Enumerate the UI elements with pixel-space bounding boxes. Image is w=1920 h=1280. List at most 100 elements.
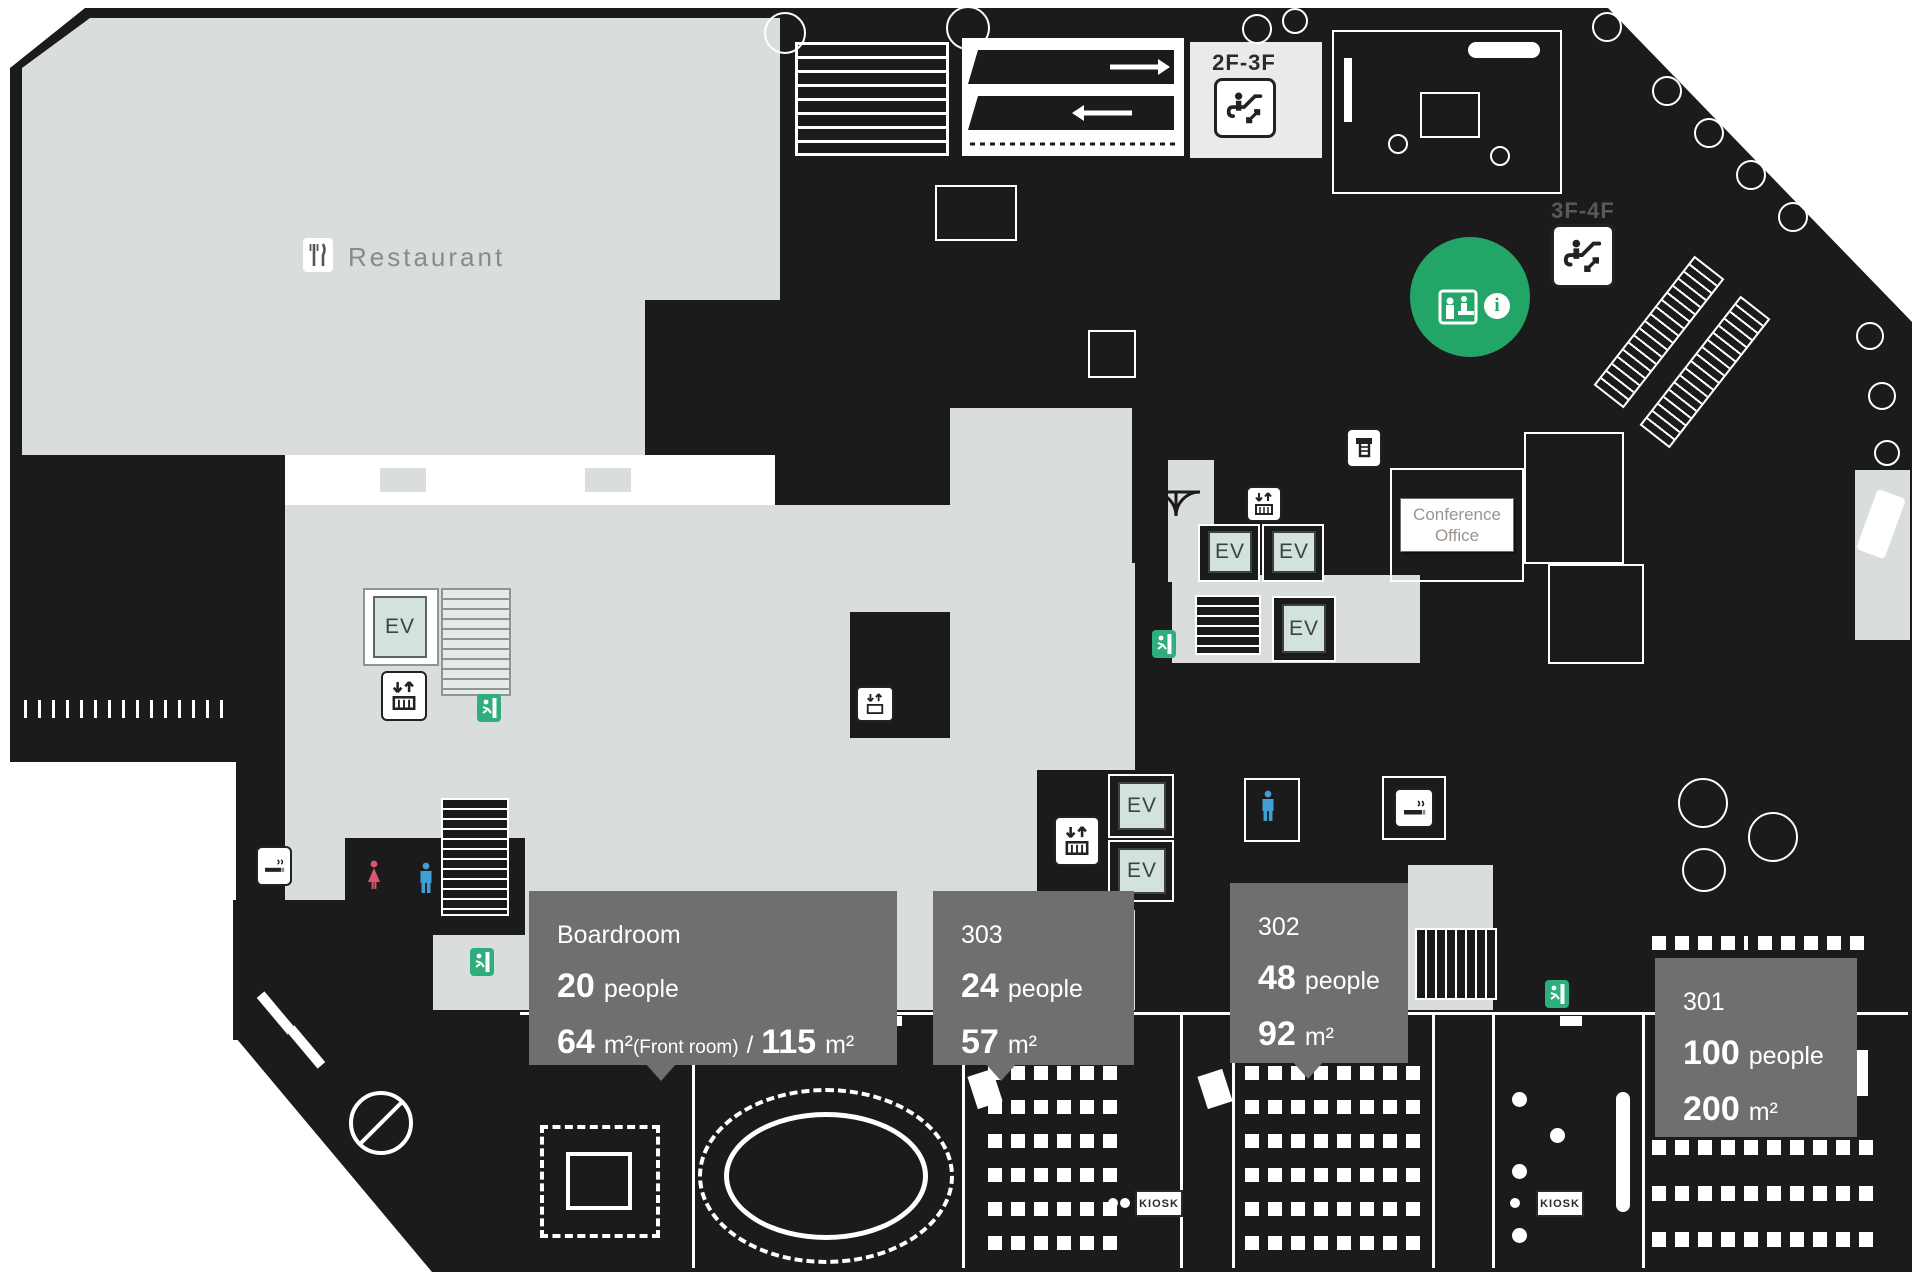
column-circle [764, 12, 806, 54]
wall-column [1132, 413, 1168, 563]
boardroom-chairs [540, 1125, 660, 1238]
elevator-glyph [1255, 492, 1273, 515]
column-circle [1778, 202, 1808, 232]
area-value: 92 [1258, 1015, 1296, 1053]
room-wall [1232, 1012, 1235, 1268]
escalator-glyph [1226, 92, 1263, 124]
elevator-box: EV [1272, 531, 1316, 573]
restroom-female-icon [368, 860, 380, 889]
office-room-outline [1390, 468, 1524, 582]
restaurant-label: Restaurant [348, 242, 506, 272]
stairs [1195, 595, 1261, 655]
room-wall [1642, 1012, 1645, 1268]
chair-row [1245, 1066, 1423, 1080]
exit-icon [470, 948, 494, 976]
double-door [1151, 490, 1201, 517]
entrance-block [233, 900, 433, 1040]
stool [1512, 1228, 1527, 1243]
room-wall [1180, 1012, 1183, 1268]
table [1420, 92, 1480, 138]
elevator-box: EV [1118, 848, 1166, 894]
column-circle [1868, 382, 1896, 410]
elevator-box: EV [1118, 782, 1166, 830]
tooltip-tail [1292, 1061, 1324, 1079]
boardroom-table [566, 1152, 632, 1210]
corridor-arm-floor [950, 408, 1132, 508]
tooltip-room-302: 302 48 people 92 m² [1230, 883, 1408, 1063]
room-name: 301 [1683, 988, 1725, 1016]
column-circle [1856, 322, 1884, 350]
column-circle [1592, 12, 1622, 42]
chair-row [1245, 1236, 1423, 1250]
prep-room-outline [935, 185, 1017, 241]
elevator-glyph [866, 693, 884, 714]
elevator-call-icon [381, 671, 427, 721]
rooms-top-wall [520, 1012, 1908, 1015]
chair-row [1245, 1100, 1423, 1114]
oval-table [724, 1112, 928, 1240]
area2-value: 115 [761, 1023, 817, 1061]
chair-row [1652, 1232, 1876, 1247]
room-name: Boardroom [557, 921, 681, 949]
smoking-icon [1394, 788, 1434, 828]
tooltip-room-303: 303 24 people 57 m² [933, 891, 1134, 1065]
stool [1510, 1198, 1520, 1208]
restroom-outline [1244, 778, 1300, 842]
fork-knife-glyph [309, 243, 326, 266]
room-wall [962, 1012, 965, 1268]
room-name: 303 [961, 921, 1003, 949]
exit-run-glyph [1550, 984, 1565, 1004]
oval-chair-ring [698, 1088, 954, 1264]
stool [1108, 1198, 1118, 1208]
exit-run-glyph [475, 952, 490, 972]
stairs [441, 798, 509, 916]
area-separator: / [746, 1032, 754, 1059]
restroom-male-icon [420, 862, 432, 893]
restaurant-icon [303, 238, 333, 272]
atm-icon [1346, 428, 1382, 468]
conference-office-line1: Conference [1413, 504, 1501, 524]
capacity-unit: people [603, 975, 679, 1003]
chair [1388, 134, 1408, 154]
chair-row [988, 1236, 1123, 1250]
elevator-call-icon [1246, 486, 1282, 522]
kiosk-sign: KIOSK [1135, 1190, 1183, 1217]
area-value: 64 [557, 1023, 595, 1061]
capacity-value: 48 [1258, 959, 1296, 997]
escalator-2f3f-icon [1214, 78, 1276, 138]
stairs [1415, 928, 1497, 1000]
door-gap [585, 468, 631, 492]
info-icon: i [1484, 293, 1510, 319]
prep-room-outline [1088, 330, 1136, 378]
column-circle [1874, 440, 1900, 466]
chair-row [988, 1134, 1123, 1148]
column-circle [946, 6, 990, 50]
elevator-call-icon [856, 686, 894, 722]
round-table [1678, 778, 1728, 828]
escalator-3f4f-label: 3F-4F [1551, 198, 1615, 223]
area-unit: m² [1007, 1031, 1037, 1059]
escalator-ramps [968, 50, 1176, 146]
exit-run-glyph [1157, 634, 1172, 654]
stool [1120, 1198, 1130, 1208]
chair-row [1758, 936, 1868, 950]
bench [1616, 1092, 1630, 1212]
exit-icon [1545, 980, 1569, 1008]
column-circle [1652, 76, 1682, 106]
chair-row [988, 1168, 1123, 1182]
capacity-unit: people [1748, 1042, 1824, 1070]
capacity-unit: people [1304, 967, 1380, 995]
elevator-box: EV [1282, 604, 1326, 653]
column-circle [1736, 160, 1766, 190]
room-name: 302 [1258, 913, 1300, 941]
tooltip-tail [645, 1063, 677, 1081]
chair-row [1652, 1140, 1876, 1155]
tooltip-tail [985, 1063, 1017, 1081]
column-circle [1694, 118, 1724, 148]
capacity-value: 24 [961, 967, 999, 1005]
lounge-room-outline [1332, 30, 1562, 194]
round-table [1748, 812, 1798, 862]
area-unit: m² [603, 1031, 633, 1059]
tooltip-boardroom: Boardroom 20 people 64 m² (Front room) /… [529, 891, 897, 1065]
stool [1512, 1164, 1527, 1179]
